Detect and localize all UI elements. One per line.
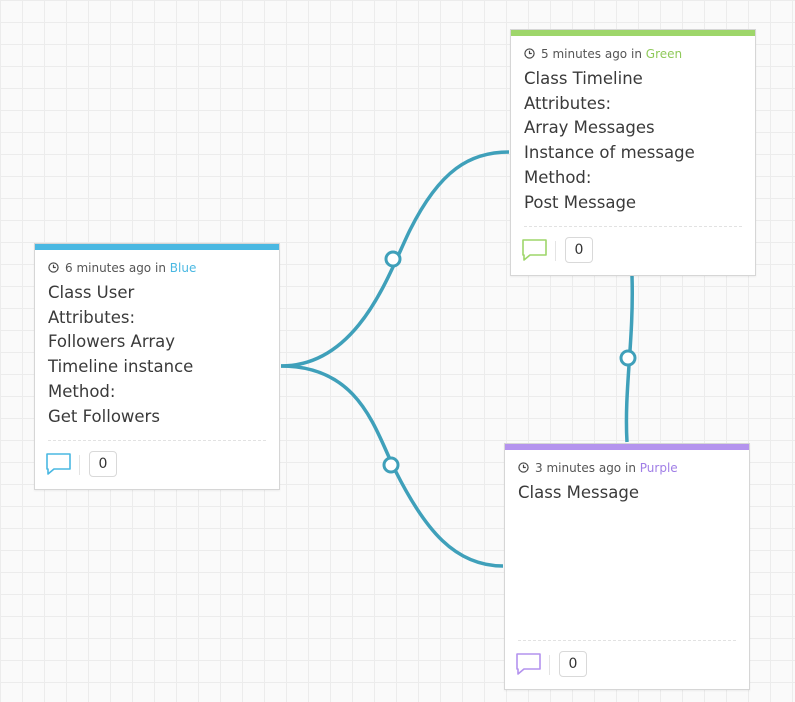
card-divider [48, 440, 266, 441]
card-in-word: in [630, 47, 642, 61]
clock-icon [518, 462, 529, 473]
connector-handle[interactable] [619, 349, 637, 367]
connector-user-timeline[interactable] [280, 150, 510, 368]
card-line: Followers Array [48, 332, 175, 352]
card-color-bar [511, 30, 755, 36]
footer-divider [549, 655, 550, 675]
clock-icon [48, 262, 59, 273]
card-line: Get Followers [48, 406, 160, 426]
card-class-user[interactable]: 6 minutes ago in Blue Class User Attribu… [34, 243, 280, 490]
card-divider [518, 640, 736, 641]
comment-bubble-icon[interactable] [515, 651, 543, 677]
card-line: Instance of message [524, 143, 695, 163]
card-color-name[interactable]: Green [645, 47, 683, 61]
footer-divider [79, 455, 80, 475]
card-body[interactable]: Class User Attributes: Followers Array T… [35, 277, 279, 429]
card-divider [524, 226, 742, 227]
card-time: 6 minutes ago [65, 261, 152, 275]
card-line: Class Timeline [524, 69, 643, 88]
comment-count[interactable]: 0 [559, 651, 587, 677]
card-line: Attributes: [524, 93, 612, 113]
card-meta: 3 minutes ago in Purple [505, 450, 749, 477]
card-time: 5 minutes ago [541, 47, 628, 61]
card-line: Class User [48, 283, 135, 302]
card-line: Array Messages [524, 118, 655, 138]
card-class-message[interactable]: 3 minutes ago in Purple Class Message 0 [504, 443, 750, 690]
card-line: Class Message [518, 483, 639, 502]
card-time: 3 minutes ago [535, 461, 622, 475]
clock-icon [524, 48, 535, 59]
card-line: Post Message [524, 192, 637, 212]
card-in-word: in [624, 461, 636, 475]
comment-bubble-icon[interactable] [45, 451, 73, 477]
card-line: Timeline instance [48, 357, 194, 377]
comment-bubble-icon[interactable] [521, 237, 549, 263]
card-color-name[interactable]: Purple [639, 461, 678, 475]
card-color-bar [505, 444, 749, 450]
card-line: Attributes: [48, 307, 136, 327]
card-in-word: in [154, 261, 166, 275]
comment-count[interactable]: 0 [89, 451, 117, 477]
footer-divider [555, 241, 556, 261]
connector-handle[interactable] [384, 250, 402, 268]
card-class-timeline[interactable]: 5 minutes ago in Green Class Timeline At… [510, 29, 756, 276]
card-color-bar [35, 244, 279, 250]
card-meta: 6 minutes ago in Blue [35, 250, 279, 277]
card-line: Method: [48, 381, 116, 401]
connector-handle[interactable] [382, 456, 400, 474]
card-body[interactable]: Class Message [505, 477, 749, 506]
card-line: Method: [524, 167, 592, 187]
card-body[interactable]: Class Timeline Attributes: Array Message… [511, 63, 755, 215]
card-meta: 5 minutes ago in Green [511, 36, 755, 63]
card-color-name[interactable]: Blue [169, 261, 197, 275]
comment-count[interactable]: 0 [565, 237, 593, 263]
